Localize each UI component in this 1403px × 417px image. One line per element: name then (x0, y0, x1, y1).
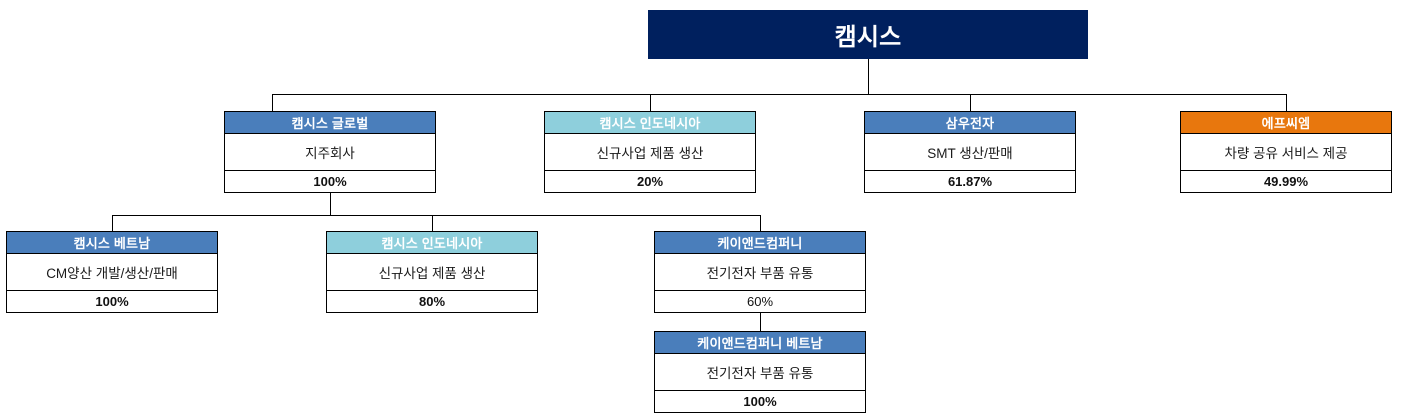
node-camsys-indonesia-l2-business: 신규사업 제품 생산 (596, 146, 704, 161)
node-kand-company-header: 케이앤드컴퍼니 (655, 232, 865, 254)
node-kand-company-vietnam-share: 100% (655, 390, 865, 412)
connector-to-samwoo (970, 94, 971, 112)
node-camsys-indonesia-l2-header: 캠시스 인도네시아 (545, 112, 755, 134)
node-kand-company-business: 전기전자 부품 유통 (706, 266, 814, 281)
connector-to-camsys-global (272, 94, 273, 112)
node-camsys-indonesia-l3[interactable]: 캠시스 인도네시아 신규사업 제품 생산 80% (326, 231, 538, 313)
node-camsys-indonesia-l2-share: 20% (545, 170, 755, 192)
node-samwoo-title: 삼우전자 (945, 116, 995, 131)
node-kand-company-vietnam[interactable]: 케이앤드컴퍼니 베트남 전기전자 부품 유통 100% (654, 331, 866, 413)
node-fcm[interactable]: 에프씨엠 차량 공유 서비스 제공 49.99% (1180, 111, 1392, 193)
node-camsys-indonesia-l3-share: 80% (327, 290, 537, 312)
node-camsys-vietnam-title: 캠시스 베트남 (73, 236, 151, 251)
connector-to-camsys-vietnam (112, 215, 113, 232)
connector-level2-bus (272, 94, 1287, 95)
node-fcm-title: 에프씨엠 (1261, 116, 1311, 131)
node-fcm-share: 49.99% (1181, 170, 1391, 192)
node-fcm-header: 에프씨엠 (1181, 112, 1391, 134)
node-camsys-vietnam-business: CM양산 개발/생산/판매 (46, 266, 178, 281)
connector-kand-company-stem (760, 313, 761, 332)
node-camsys-title: 캠시스 (834, 24, 902, 51)
connector-camsys-global-stem (330, 193, 331, 216)
connector-root-stem (868, 58, 869, 95)
node-camsys-global-share: 100% (225, 170, 435, 192)
connector-to-camsys-indonesia-l2 (650, 94, 651, 112)
node-camsys-global[interactable]: 캠시스 글로벌 지주회사 100% (224, 111, 436, 193)
node-kand-company-title: 케이앤드컴퍼니 (717, 236, 803, 251)
node-camsys-indonesia-l2[interactable]: 캠시스 인도네시아 신규사업 제품 생산 20% (544, 111, 756, 193)
node-camsys-vietnam[interactable]: 캠시스 베트남 CM양산 개발/생산/판매 100% (6, 231, 218, 313)
node-camsys-indonesia-l2-title: 캠시스 인도네시아 (599, 116, 701, 131)
node-camsys-global-business: 지주회사 (305, 146, 355, 161)
node-kand-company-vietnam-title: 케이앤드컴퍼니 베트남 (697, 336, 823, 351)
node-camsys-global-header: 캠시스 글로벌 (225, 112, 435, 134)
node-samwoo-business: SMT 생산/판매 (927, 146, 1013, 161)
node-camsys-global-title: 캠시스 글로벌 (291, 116, 369, 131)
connector-to-fcm (1286, 94, 1287, 112)
node-samwoo-header: 삼우전자 (865, 112, 1075, 134)
node-kand-company-vietnam-header: 케이앤드컴퍼니 베트남 (655, 332, 865, 354)
node-camsys-vietnam-share: 100% (7, 290, 217, 312)
node-camsys[interactable]: 캠시스 (648, 10, 1088, 59)
connector-to-kand-company (760, 215, 761, 232)
node-kand-company[interactable]: 케이앤드컴퍼니 전기전자 부품 유통 60% (654, 231, 866, 313)
node-fcm-business: 차량 공유 서비스 제공 (1224, 146, 1348, 161)
node-camsys-indonesia-l3-title: 캠시스 인도네시아 (381, 236, 483, 251)
node-camsys-indonesia-l3-header: 캠시스 인도네시아 (327, 232, 537, 254)
node-kand-company-share: 60% (655, 290, 865, 312)
node-kand-company-vietnam-business: 전기전자 부품 유통 (706, 366, 814, 381)
node-camsys-indonesia-l3-business: 신규사업 제품 생산 (378, 266, 486, 281)
connector-level3-bus (112, 215, 760, 216)
connector-to-camsys-indonesia-l3 (432, 215, 433, 232)
node-camsys-header: 캠시스 (648, 10, 1088, 59)
node-camsys-vietnam-header: 캠시스 베트남 (7, 232, 217, 254)
node-samwoo[interactable]: 삼우전자 SMT 생산/판매 61.87% (864, 111, 1076, 193)
node-samwoo-share: 61.87% (865, 170, 1075, 192)
